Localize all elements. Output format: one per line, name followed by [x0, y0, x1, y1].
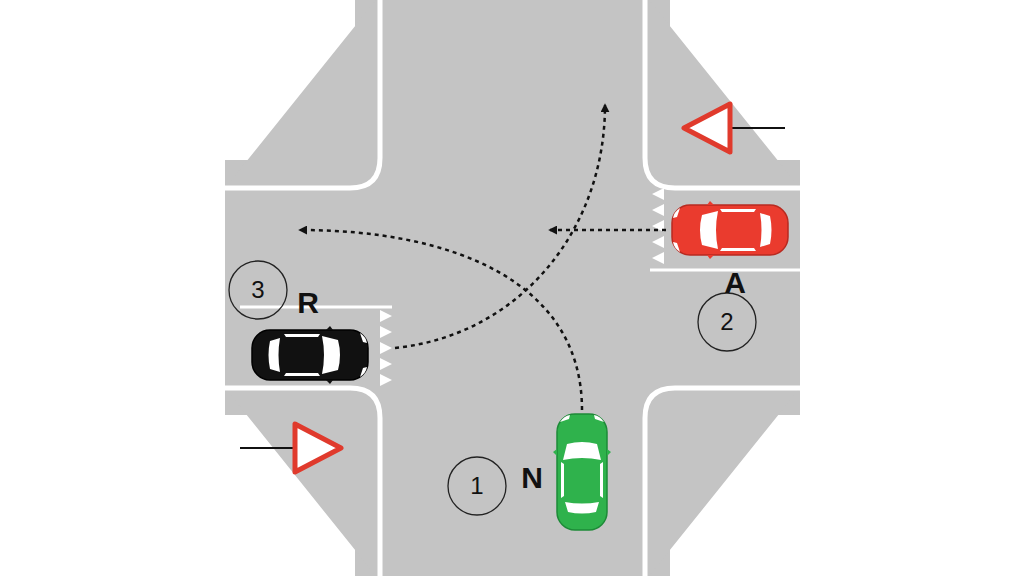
vehicle-letter: A — [724, 266, 746, 300]
yield-sign — [240, 424, 341, 472]
car-illustration — [672, 201, 788, 259]
callout-number: 3 — [251, 276, 264, 304]
road-surface — [225, 0, 800, 576]
callout-number: 2 — [720, 308, 733, 336]
yield-sign — [684, 104, 785, 152]
vehicle-letter: N — [521, 461, 543, 495]
callout-number: 1 — [470, 472, 483, 500]
yield-line — [652, 188, 664, 264]
callout-circle: 2 — [697, 292, 757, 352]
car-illustration — [553, 414, 611, 530]
vehicle-letter: R — [297, 286, 319, 320]
callout-circle: 1 — [447, 456, 507, 516]
yield-line — [380, 310, 392, 386]
car-illustration — [252, 326, 368, 384]
callout-circle: 3 — [228, 260, 288, 320]
